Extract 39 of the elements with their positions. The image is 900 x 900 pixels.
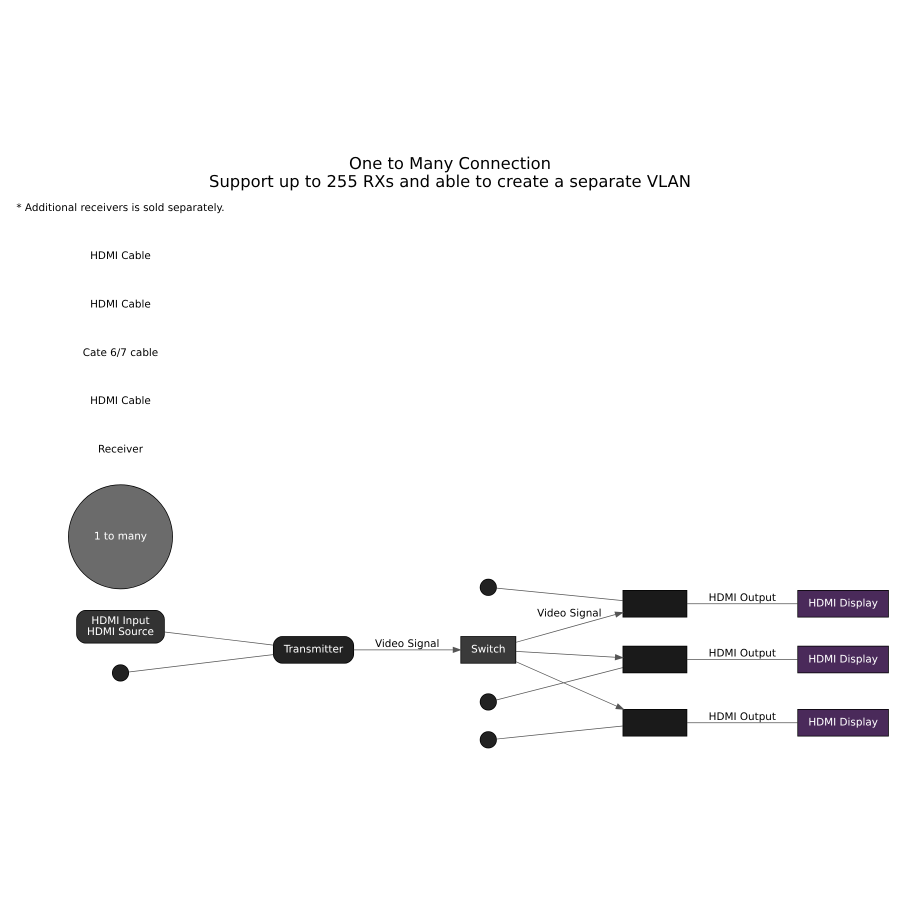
arrow: [353, 646, 462, 652]
node-box: HDMI Input HDMI Source: [76, 610, 165, 644]
connector: [686, 658, 798, 660]
connector: [686, 602, 798, 604]
edge-label: HDMI Output: [708, 591, 776, 604]
node-box: HDMI Display: [797, 589, 889, 617]
node-box: [622, 645, 688, 673]
connector: [164, 631, 274, 645]
arrow: [516, 650, 624, 660]
edge-label: HDMI Output: [708, 647, 776, 660]
node-box: Switch: [460, 636, 516, 664]
node-circle: [480, 692, 497, 710]
label: * Additional receivers is sold separately.: [16, 201, 225, 214]
label: HDMI Cable: [90, 394, 151, 407]
connector: [686, 722, 798, 723]
label: Receiver: [98, 443, 144, 456]
node-box: HDMI Display: [797, 708, 889, 736]
edge-label: HDMI Output: [708, 710, 776, 722]
label: HDMI Cable: [90, 298, 151, 310]
node-circle: 1 to many: [68, 484, 173, 589]
caption: Support up to 255 RXs and able to create a separate VLAN: [209, 171, 691, 190]
node-circle: [480, 730, 497, 748]
arrow: [516, 611, 624, 642]
node-circle: [112, 664, 130, 681]
edge-label: Video Signal: [375, 638, 440, 650]
connector: [128, 654, 274, 672]
connector: [496, 725, 624, 739]
connector: [496, 666, 624, 700]
diagram-title: One to Many Connection: [348, 154, 552, 173]
connector: [496, 587, 624, 600]
node-box: Transmitter: [272, 636, 354, 664]
node-box: [622, 708, 688, 736]
node-box: [622, 589, 688, 617]
node-circle: [480, 578, 497, 596]
edge-label: Video Signal: [537, 607, 602, 620]
arrow: [516, 660, 625, 710]
label: HDMI Cable: [90, 250, 151, 262]
label: Cate 6/7 cable: [82, 346, 158, 358]
node-box: HDMI Display: [797, 645, 889, 673]
